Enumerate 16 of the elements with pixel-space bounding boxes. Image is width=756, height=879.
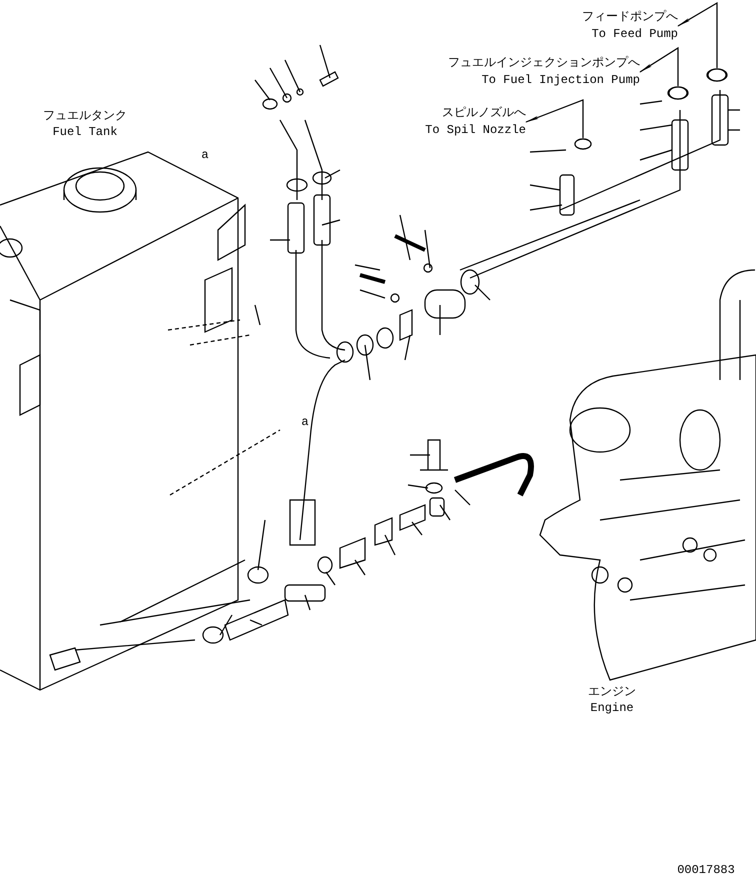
- destination-label: To Feed Pump: [592, 26, 678, 43]
- part-label: Fuel Tank: [52, 124, 118, 140]
- part-label: フュエルタンク: [42, 108, 128, 124]
- leader-arrow: [639, 46, 679, 86]
- part-label: a: [300, 414, 310, 430]
- destination-label: To Fuel Injection Pump: [482, 72, 640, 89]
- part-label: 00017883: [676, 862, 736, 878]
- destination-label: To Spil Nozzle: [425, 122, 526, 139]
- part-label: a: [200, 147, 210, 163]
- leader-arrow: [677, 2, 718, 68]
- part-label: エンジン: [587, 684, 637, 700]
- destination-label-japanese: スピルノズルへ: [442, 105, 526, 122]
- leader-arrow: [525, 99, 584, 138]
- part-label: Engine: [589, 700, 635, 716]
- destination-label-japanese: フュエルインジェクションポンプへ: [448, 55, 640, 72]
- destination-label-japanese: フィードポンプへ: [582, 9, 678, 26]
